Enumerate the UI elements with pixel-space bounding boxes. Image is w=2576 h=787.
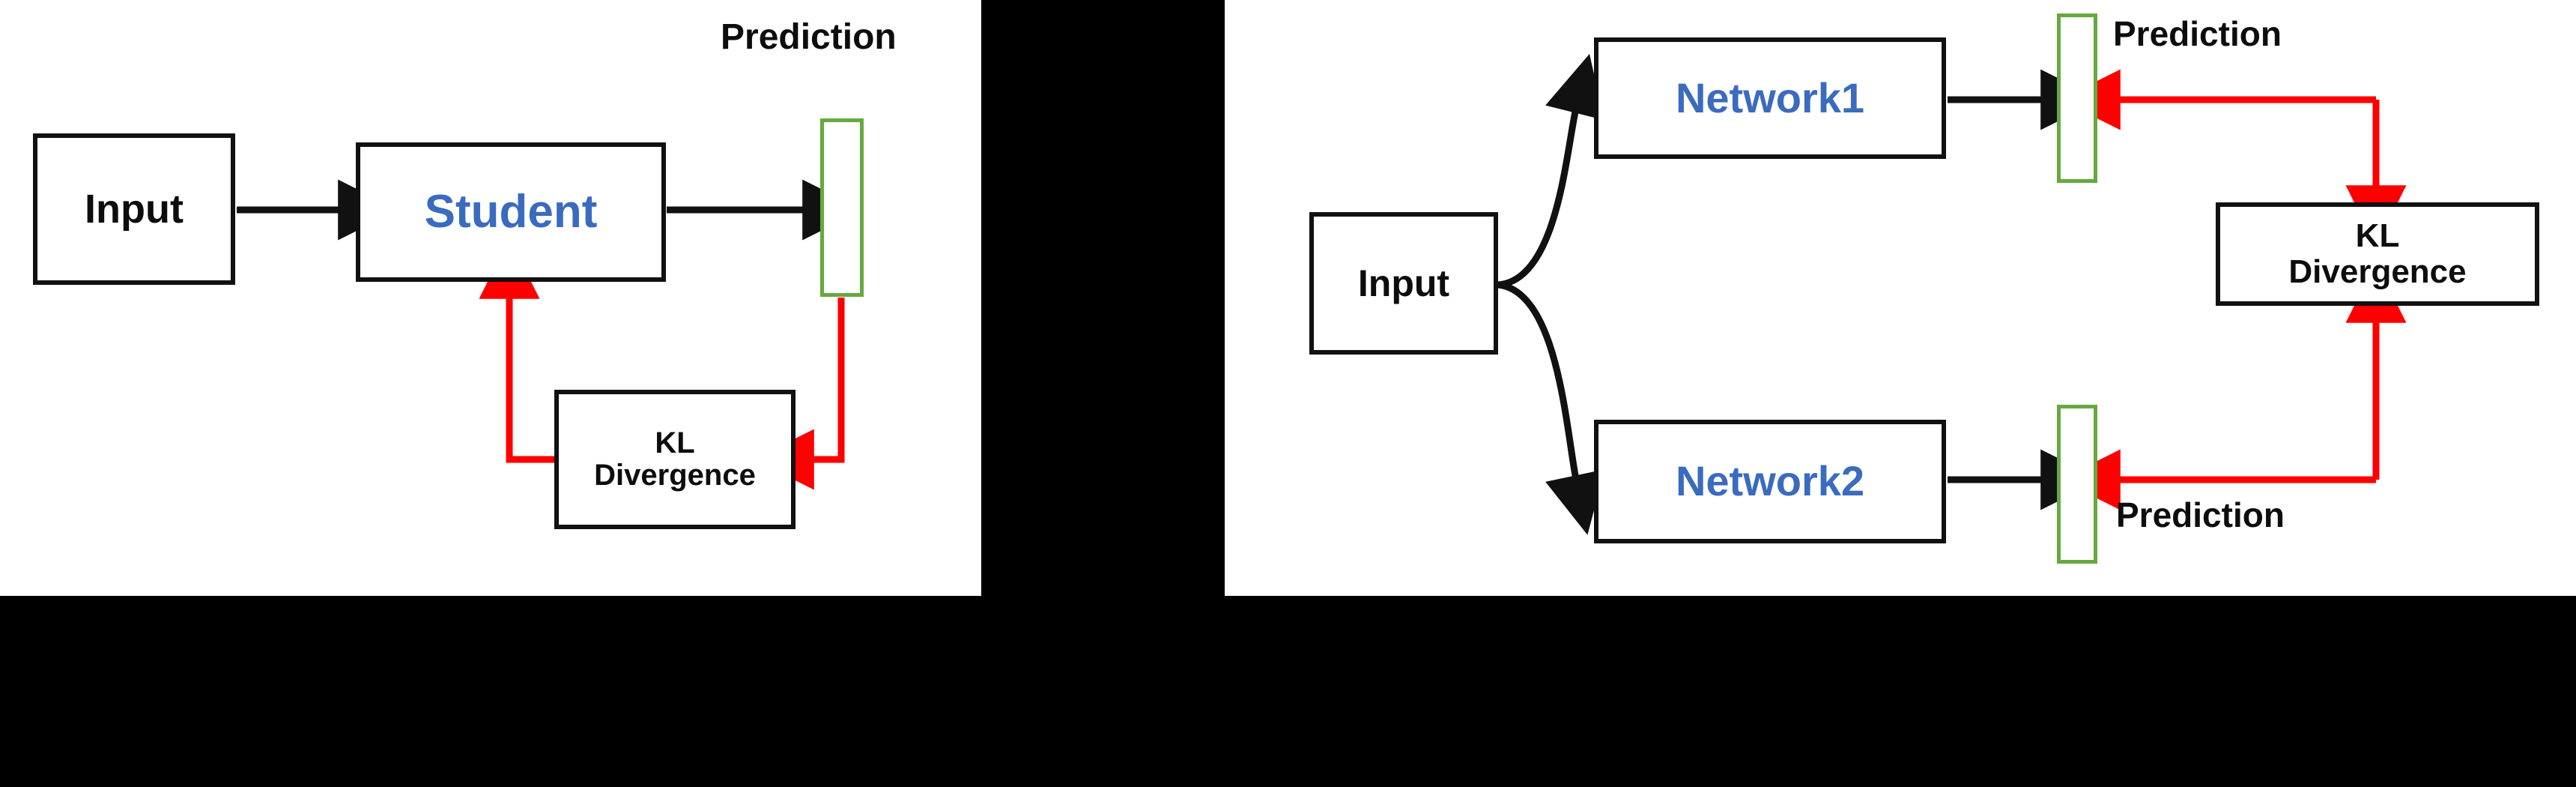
edge-input-to-network1 (1497, 53, 1604, 289)
right-diagram-panel: Input Network1 Network2 Prediction Predi… (1225, 0, 2576, 596)
box-kl-divergence-right[interactable]: KL Divergence (2216, 202, 2539, 306)
edge-prediction-to-kl (753, 298, 845, 490)
box-input-right[interactable]: Input (1309, 212, 1498, 355)
right-panel-edges (1497, 53, 2407, 535)
box-network1-label: Network1 (1675, 73, 1865, 121)
box-input-left[interactable]: Input (33, 133, 235, 285)
box-kl-divergence-left-label-line1: KL (655, 426, 695, 459)
prediction-label-bottom-right: Prediction (2116, 495, 2285, 534)
prediction-label-top-right: Prediction (2113, 14, 2282, 53)
box-student[interactable]: Student (356, 142, 666, 282)
box-kl-divergence-left[interactable]: KL Divergence (554, 390, 795, 529)
box-kl-divergence-left-label-line2: Divergence (594, 459, 756, 492)
edge-input-to-network2 (1497, 281, 1605, 535)
box-network1[interactable]: Network1 (1594, 37, 1946, 159)
box-student-label: Student (424, 185, 598, 238)
prediction-bar-bottom-right[interactable] (2057, 405, 2097, 564)
box-kl-divergence-right-label-line2: Divergence (2288, 253, 2467, 290)
prediction-label-left: Prediction (721, 17, 897, 57)
left-diagram-panel: Input Student Prediction KL Divergence (0, 0, 981, 596)
left-panel-edges (237, 179, 864, 490)
prediction-bar-top-right[interactable] (2057, 13, 2097, 183)
box-input-right-label: Input (1357, 262, 1450, 304)
edge-kl-to-student (479, 238, 556, 463)
box-kl-divergence-right-label-line1: KL (2355, 217, 2400, 255)
prediction-bar-left[interactable] (820, 118, 864, 297)
box-input-left-label: Input (85, 186, 184, 232)
box-network2[interactable]: Network2 (1594, 420, 1946, 543)
box-network2-label: Network2 (1675, 457, 1865, 505)
